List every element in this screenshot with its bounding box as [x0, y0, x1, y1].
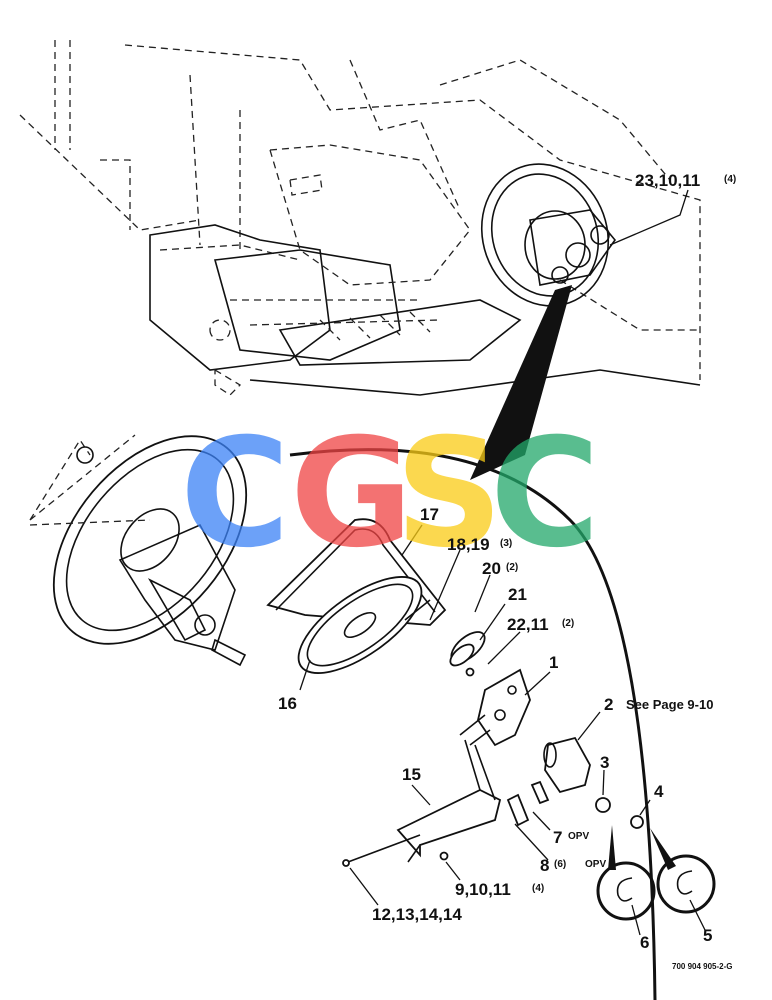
callout-23: 23,10,11: [635, 171, 700, 190]
gearbox-part-2: [543, 736, 591, 794]
callout-12: 12,13,14,14: [372, 905, 462, 924]
bolt-part-12: [342, 834, 449, 867]
detail-circle-arc: [289, 448, 657, 1000]
fittings-parts-3-4: [595, 797, 644, 829]
callout-20-qty: (2): [506, 562, 518, 573]
callout-8: 8: [540, 856, 549, 875]
watermark-letter-4: C: [490, 407, 600, 581]
callout-8-qty: (6): [554, 859, 566, 870]
watermark-letter-2: G: [290, 407, 413, 581]
callout-7: 7: [553, 828, 562, 847]
callout-7-note: OPV: [568, 831, 589, 842]
callout-15: 15: [402, 765, 421, 784]
watermark-letter-3: S: [395, 407, 503, 581]
callout-23-qty: (4): [724, 174, 736, 185]
callout-4: 4: [654, 782, 664, 801]
decal-part-6: [596, 861, 656, 921]
callout-17: 17: [420, 505, 439, 524]
callout-9-qty: (4): [532, 883, 544, 894]
callout-18-qty: (3): [500, 538, 512, 549]
callout-2-note: See Page 9-10: [626, 697, 713, 712]
gearbox-mount-part-1: [459, 668, 531, 747]
callout-5: 5: [703, 926, 712, 945]
callout-9: 9,10,11: [455, 880, 511, 899]
callout-6: 6: [640, 933, 649, 952]
callout-labels: 23,10,11 (4) 17 18,19 (3) 20 (2) 21 22,1…: [278, 171, 736, 971]
callout-2: 2: [604, 695, 613, 714]
shim-parts-7-8: [506, 780, 550, 827]
callout-8-note: OPV: [585, 859, 606, 870]
callout-3: 3: [600, 753, 609, 772]
callout-20: 20: [482, 559, 501, 578]
figure-number: 700 904 905-2-G: [672, 962, 733, 971]
callout-22: 22,11: [507, 615, 549, 634]
leader-lines: [299, 189, 706, 936]
detail-pointer: [470, 285, 572, 480]
watermark-letter-1: C: [180, 407, 290, 581]
machine-frame-drawing: [19, 40, 701, 396]
callout-21: 21: [508, 585, 527, 604]
left-wheel-assembly: [29, 434, 248, 667]
bracket-part-15: [396, 739, 502, 863]
cgsc-watermark: C G S C: [180, 407, 600, 581]
decal-part-5: [656, 854, 716, 914]
callout-22-qty: (2): [562, 618, 574, 629]
callout-18: 18,19: [447, 535, 490, 554]
callout-16: 16: [278, 694, 297, 713]
callout-1: 1: [549, 653, 558, 672]
